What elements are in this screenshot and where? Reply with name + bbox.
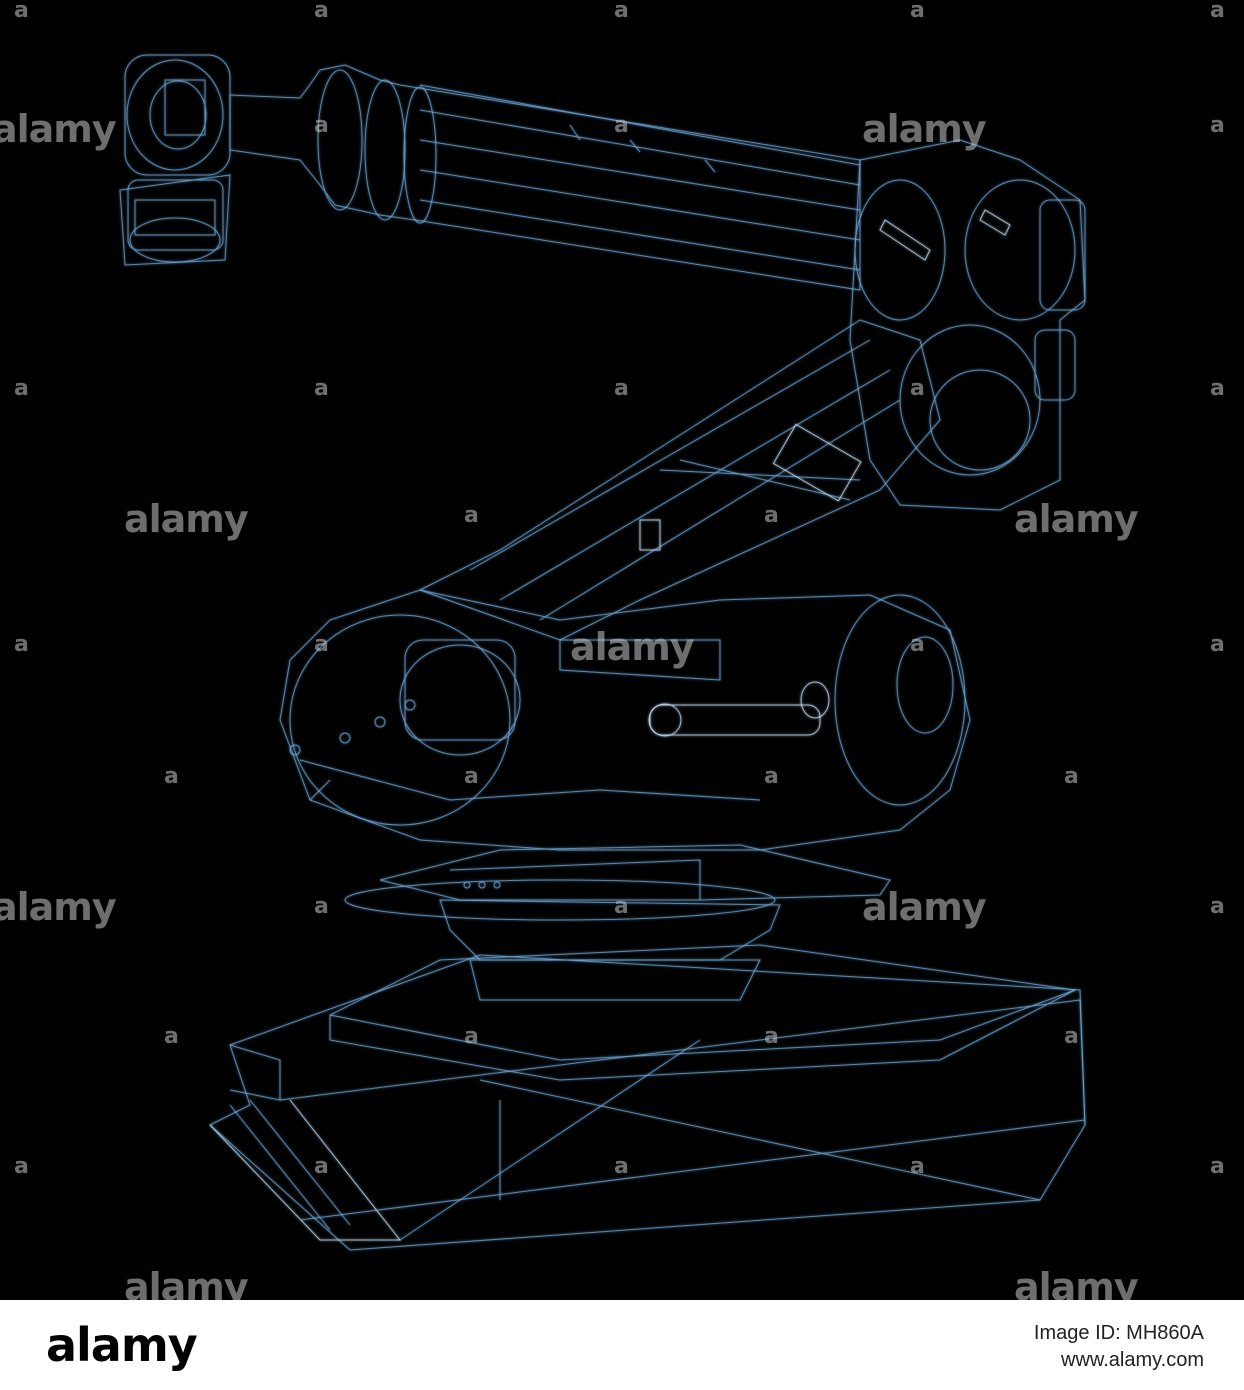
watermark-text: alamy (862, 107, 987, 151)
watermark-text: alamy (124, 497, 249, 541)
watermark-mark: a (1210, 376, 1225, 401)
forearm-tube (229, 64, 861, 291)
watermark-text: alamy (124, 1265, 249, 1309)
watermark-mark: a (614, 0, 629, 23)
watermark-mark: a (614, 113, 629, 138)
watermark-mark: a (14, 1154, 29, 1179)
watermark-mark: a (314, 894, 329, 919)
watermark-mark: a (1210, 1154, 1225, 1179)
shoulder-body (279, 589, 971, 851)
watermark-mark: a (910, 0, 925, 23)
watermark-mark: a (314, 632, 329, 657)
watermark-mark: a (14, 632, 29, 657)
watermark-mark: a (1210, 113, 1225, 138)
watermark-mark: a (314, 376, 329, 401)
watermark-mark: a (314, 1154, 329, 1179)
watermark-mark: a (910, 632, 925, 657)
watermark-mark: a (1210, 894, 1225, 919)
image-id-label: Image ID: MH860A (1033, 1322, 1204, 1344)
watermark-mark: a (1064, 764, 1079, 789)
robot-arm-wireframe (119, 54, 1086, 1251)
watermark-mark: a (614, 376, 629, 401)
watermark-text: alamy (1014, 1265, 1139, 1309)
watermark-mark: a (910, 1154, 925, 1179)
watermark-mark: a (14, 0, 29, 23)
watermark-mark: a (1210, 0, 1225, 23)
turret (344, 844, 891, 1001)
watermark-mark: a (14, 376, 29, 401)
watermark-mark: a (164, 764, 179, 789)
watermark-text: alamy (570, 625, 695, 669)
watermark-mark: a (164, 1024, 179, 1049)
watermark-mark: a (764, 764, 779, 789)
watermark-mark: a (1064, 1024, 1079, 1049)
watermark-text: alamy (0, 885, 117, 929)
watermark-mark: a (314, 0, 329, 23)
footer-url: www.alamy.com (1061, 1349, 1204, 1371)
elbow-joint (849, 139, 1086, 511)
footer-info: Image ID: MH860A www.alamy.com (1034, 1320, 1204, 1374)
watermark-mark: a (910, 376, 925, 401)
watermark-mark: a (464, 503, 479, 528)
watermark-mark: a (614, 894, 629, 919)
wrist-assembly (119, 54, 231, 266)
footer-logo: alamy (46, 1318, 198, 1372)
footer-bar: alamy Image ID: MH860A www.alamy.com (0, 1300, 1244, 1390)
watermark-mark: a (614, 1154, 629, 1179)
watermark-mark: a (464, 764, 479, 789)
watermark-mark: a (1210, 632, 1225, 657)
lower-arm (418, 319, 941, 641)
watermark-mark: a (764, 503, 779, 528)
watermark-text: alamy (862, 885, 987, 929)
watermark-mark: a (764, 1024, 779, 1049)
watermark-text: alamy (0, 107, 117, 151)
watermark-text: alamy (1014, 497, 1139, 541)
watermark-mark: a (464, 1024, 479, 1049)
base-plate (209, 944, 1086, 1251)
watermark-mark: a (314, 113, 329, 138)
